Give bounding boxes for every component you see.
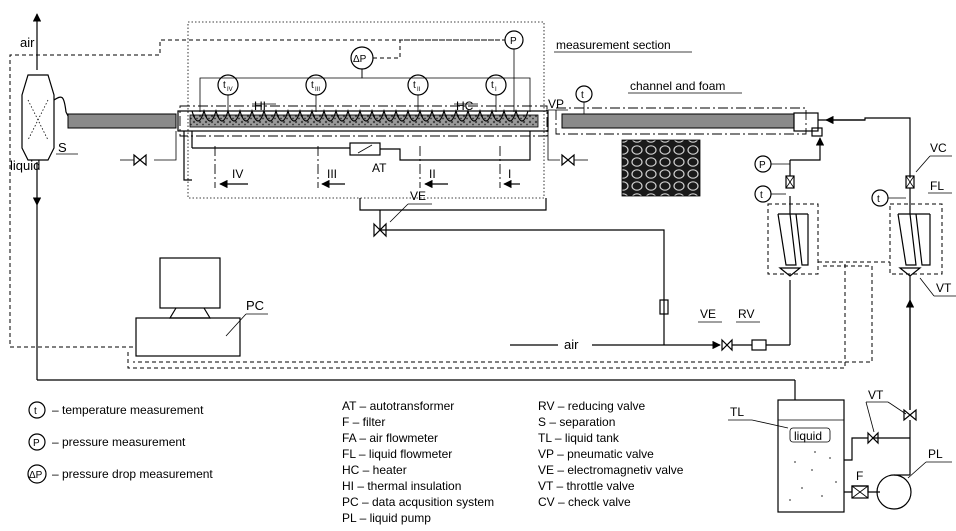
- t4-sub: IV: [227, 87, 233, 93]
- liquid-pump: [877, 475, 911, 509]
- air-top-label: air: [20, 35, 35, 50]
- legend-fa: FA – air flowmeter: [342, 431, 438, 445]
- t-sensor-air: [755, 186, 771, 202]
- legend-sym-dp: ΔP: [29, 470, 43, 481]
- vt2-label: VT: [868, 388, 884, 402]
- legend-hi: HI – thermal insulation: [342, 479, 461, 493]
- reducing-valve: [752, 340, 766, 350]
- t2-text: t: [413, 80, 416, 91]
- foam-channel-left: [68, 114, 176, 128]
- legend-rv: RV – reducing valve: [538, 399, 646, 413]
- rv-label: RV: [738, 307, 754, 321]
- zone-ii-label: II: [429, 167, 436, 181]
- legend-pc: PC – data acqusition system: [342, 495, 494, 509]
- t4-text: t: [223, 80, 226, 91]
- liquid-tank: [778, 400, 844, 512]
- air-flowmeter: [768, 176, 818, 276]
- foam-channel-right: [562, 114, 794, 128]
- s-label: S: [58, 140, 67, 155]
- legend-sym-t: t: [34, 406, 37, 417]
- vt1-label: VT: [936, 281, 952, 295]
- legend-cv: CV – check valve: [538, 495, 631, 509]
- legend-text-dp: – pressure drop measurement: [52, 467, 213, 481]
- zone-iii-label: III: [327, 167, 337, 181]
- zone-iv-label: IV: [232, 167, 243, 181]
- legend-col2: RV – reducing valve S – separation TL – …: [538, 399, 684, 509]
- vc-label: VC: [930, 141, 947, 155]
- f-label: F: [856, 469, 863, 483]
- legend-hc: HC – heater: [342, 463, 407, 477]
- zone-i-label: I: [508, 167, 511, 181]
- fl-label: FL: [930, 179, 944, 193]
- ve1-label: VE: [410, 189, 426, 203]
- throttle-valve-pump: [904, 410, 916, 420]
- pl-label: PL: [928, 447, 943, 461]
- measurement-section-label: measurement section: [556, 38, 671, 52]
- t1-text: t: [491, 80, 494, 91]
- foam-photo: [622, 140, 700, 196]
- channel-foam-label: channel and foam: [630, 79, 725, 93]
- liquid-tank-label: liquid: [794, 429, 822, 443]
- legend-pl: PL – liquid pump: [342, 511, 431, 525]
- t3-text: t: [311, 80, 314, 91]
- ve2-label: VE: [700, 307, 716, 321]
- legend-vt: VT – throttle valve: [538, 479, 635, 493]
- p-sensor-air-text: P: [759, 160, 766, 171]
- t1-sub: I: [495, 87, 497, 93]
- legend-sym-p: P: [33, 438, 40, 449]
- legend-tl: TL – liquid tank: [538, 431, 620, 445]
- drain-valve-right: [548, 131, 588, 165]
- t-sensor-air-text: t: [760, 190, 763, 201]
- vp-label: VP: [548, 97, 564, 111]
- data-acquisition-pc: [136, 258, 240, 356]
- drain-valve-left: [120, 131, 176, 165]
- t3-sub: III: [315, 87, 320, 93]
- tl-label: TL: [730, 405, 744, 419]
- heater-channel: [178, 106, 548, 136]
- hi-label: HI: [254, 99, 266, 113]
- t-sensor-outlet: [576, 86, 592, 102]
- section-bottom-left: [184, 131, 192, 180]
- t-sensor-liquid: [872, 190, 888, 206]
- hc-label: HC: [456, 99, 474, 113]
- dp-sensor-top-text: ΔP: [353, 54, 367, 65]
- liquid-left-label: liquid: [10, 158, 40, 173]
- legend-vp: VP – pneumatic valve: [538, 447, 654, 461]
- p-sensor-top-text: P: [510, 36, 517, 47]
- ve-valve-air: [722, 340, 732, 350]
- legend-f: F – filter: [342, 415, 385, 429]
- t2-sub: II: [417, 87, 421, 93]
- liquid-feed-line-right: [818, 118, 910, 178]
- legend-s: S – separation: [538, 415, 615, 429]
- legend-fl: FL – liquid flowmeter: [342, 447, 452, 461]
- at-label: AT: [372, 161, 387, 175]
- legend-at: AT – autotransformer: [342, 399, 454, 413]
- legend-ve: VE – electromagnetiv valve: [538, 463, 684, 477]
- air-bottom-label: air: [564, 337, 579, 352]
- t-sensor-liquid-text: t: [877, 194, 880, 205]
- pc-label: PC: [246, 298, 264, 313]
- legend-text-p: – pressure measurement: [52, 435, 186, 449]
- legend-symbols: t – temperature measurement P – pressure…: [28, 402, 213, 483]
- legend-col1: AT – autotransformer F – filter FA – air…: [342, 399, 494, 525]
- legend-text-t: – temperature measurement: [52, 403, 204, 417]
- t-sensor-outlet-text: t: [581, 90, 584, 101]
